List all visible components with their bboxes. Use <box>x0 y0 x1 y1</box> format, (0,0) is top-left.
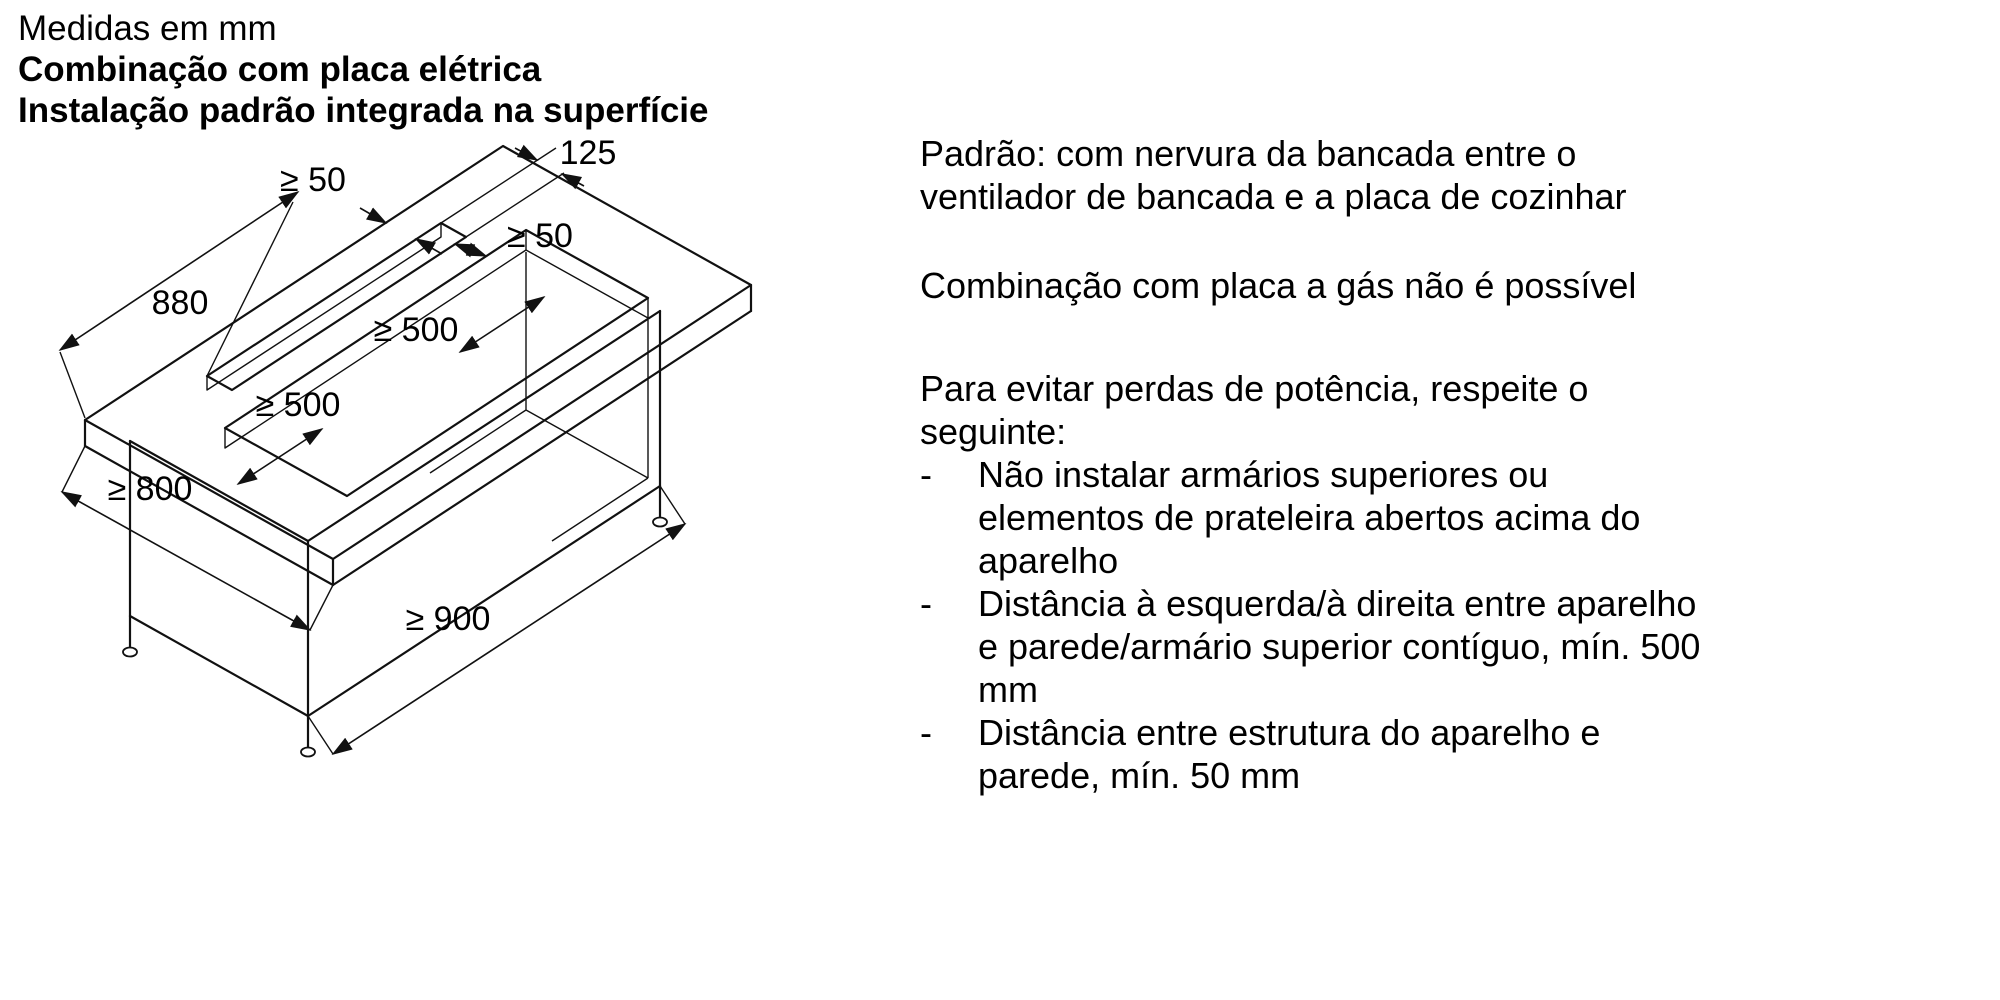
bullet-marker: - <box>920 583 932 624</box>
note-line: mm <box>978 669 1038 710</box>
note-line: Padrão: com nervura da bancada entre o <box>920 133 1577 174</box>
note-line: Distância à esquerda/à direita entre apa… <box>978 583 1697 624</box>
note-line: Não instalar armários superiores ou <box>978 454 1549 495</box>
note-line: e parede/armário superior contíguo, mín.… <box>978 626 1701 667</box>
notes-column: Padrão: com nervura da bancada entre o v… <box>920 132 1980 797</box>
dim-label-50-mid: ≥ 50 <box>507 217 573 255</box>
title-line-1: Combinação com placa elétrica <box>18 50 542 89</box>
dimension-125: 125 <box>440 134 617 238</box>
cabinet-legs <box>122 484 668 758</box>
bullet-marker: - <box>920 712 932 753</box>
installation-diagram: 880 ≥ 50 125 ≥ 50 ≥ 500 ≥ 500 <box>58 134 753 758</box>
leg-foot <box>652 516 668 528</box>
dim-label-900: ≥ 900 <box>406 600 491 638</box>
dim-label-880: 880 <box>152 284 209 322</box>
dim-label-500-right: ≥ 500 <box>374 311 459 349</box>
note-gas-not-possible: Combinação com placa a gás não é possíve… <box>920 264 1980 307</box>
title-line-2: Instalação padrão integrada na superfíci… <box>18 91 709 130</box>
dim-label-50-top: ≥ 50 <box>280 161 346 199</box>
note-line: parede, mín. 50 mm <box>978 755 1301 796</box>
note-line: seguinte: <box>920 411 1067 452</box>
dimension-50-top: ≥ 50 <box>280 161 443 255</box>
leg-foot <box>300 746 316 758</box>
bullet-item: - Distância entre estrutura do aparelho … <box>920 711 1980 797</box>
dim-label-500-left: ≥ 500 <box>256 386 341 424</box>
dimension-800: ≥ 800 <box>60 445 334 631</box>
note-line: ventilador de bancada e a placa de cozin… <box>920 176 1627 217</box>
bullet-marker: - <box>920 454 932 495</box>
worktop <box>83 144 753 587</box>
dimension-900: ≥ 900 <box>307 485 687 755</box>
vent-slot <box>205 221 468 392</box>
note-power-loss-intro: Para evitar perdas de potência, respeite… <box>920 367 1980 453</box>
cabinet-interior <box>429 252 649 542</box>
note-line: Combinação com placa a gás não é possíve… <box>920 265 1637 306</box>
dimension-500-right: ≥ 500 <box>374 296 546 353</box>
dimension-880: 880 <box>58 191 300 419</box>
note-line: Distância entre estrutura do aparelho e <box>978 712 1601 753</box>
units-note: Medidas em mm <box>18 9 277 48</box>
leg-foot <box>122 646 138 658</box>
dimension-50-mid: ≥ 50 <box>453 217 573 258</box>
bullet-item: - Não instalar armários superiores ou el… <box>920 453 1980 582</box>
dim-label-125: 125 <box>560 134 617 172</box>
header: Medidas em mm Combinação com placa elétr… <box>18 8 709 131</box>
bullet-text: Não instalar armários superiores ou elem… <box>978 453 1980 582</box>
bullet-text: Distância à esquerda/à direita entre apa… <box>978 582 1980 711</box>
bullet-text: Distância entre estrutura do aparelho e … <box>978 711 1980 797</box>
note-line: aparelho <box>978 540 1119 581</box>
note-standard-rib: Padrão: com nervura da bancada entre o v… <box>920 132 1980 218</box>
dimension-500-left: ≥ 500 <box>236 386 341 485</box>
bullet-item: - Distância à esquerda/à direita entre a… <box>920 582 1980 711</box>
dim-label-800: ≥ 800 <box>108 470 193 508</box>
note-line: elementos de prateleira abertos acima do <box>978 497 1641 538</box>
note-line: Para evitar perdas de potência, respeite… <box>920 368 1589 409</box>
